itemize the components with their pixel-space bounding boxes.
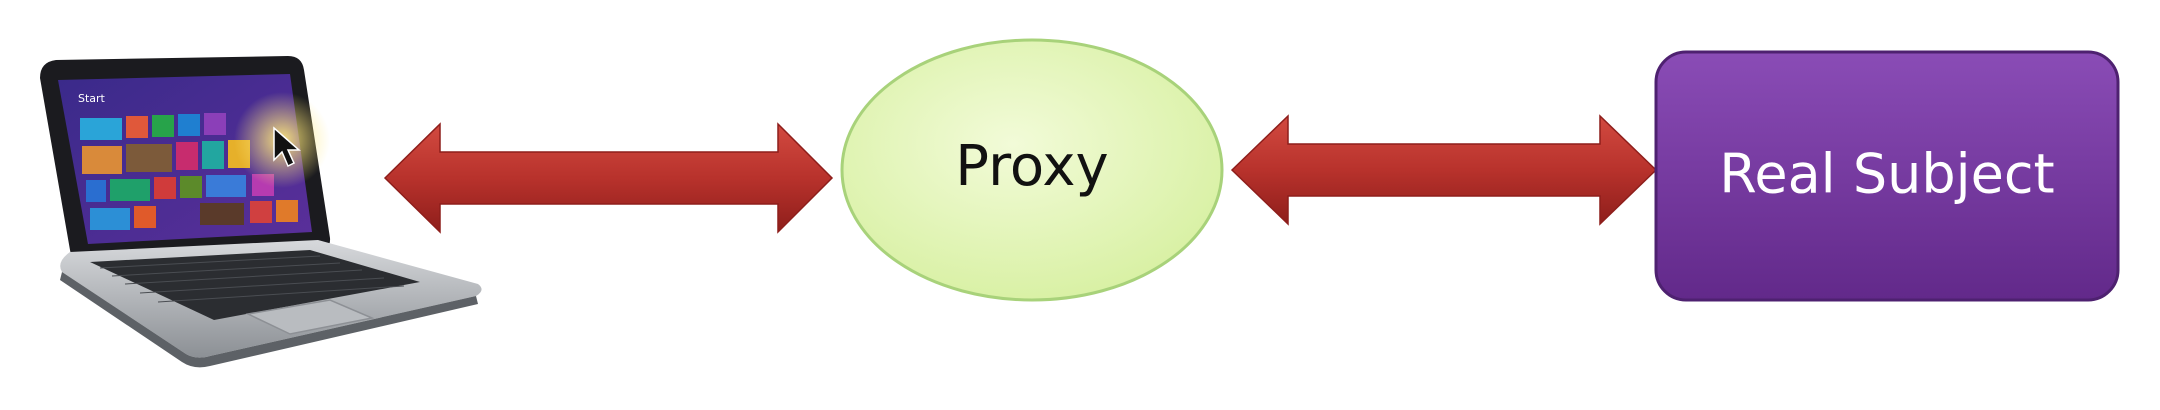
laptop-keyboard-keys (99, 255, 405, 303)
proxy-ellipse (840, 38, 1224, 302)
real-subject-node: Real Subject (1654, 50, 2120, 302)
laptop-front-edge (60, 272, 478, 368)
mouse-pointer-icon (273, 126, 301, 168)
proxy-label: Proxy (955, 134, 1108, 199)
bidirectional-arrow-proxy-subject (1230, 114, 1658, 226)
laptop-screen-tiles (80, 113, 298, 230)
laptop-icon: Start (40, 56, 482, 368)
bidirectional-arrow-client-proxy (383, 122, 834, 234)
laptop-keyboard (90, 250, 420, 320)
real-subject-label: Real Subject (1719, 143, 2054, 206)
real-subject-box (1654, 50, 2120, 302)
laptop-screen-start-text: Start (78, 92, 106, 105)
laptop-touchpad (245, 299, 375, 335)
proxy-node: Proxy (840, 38, 1224, 302)
